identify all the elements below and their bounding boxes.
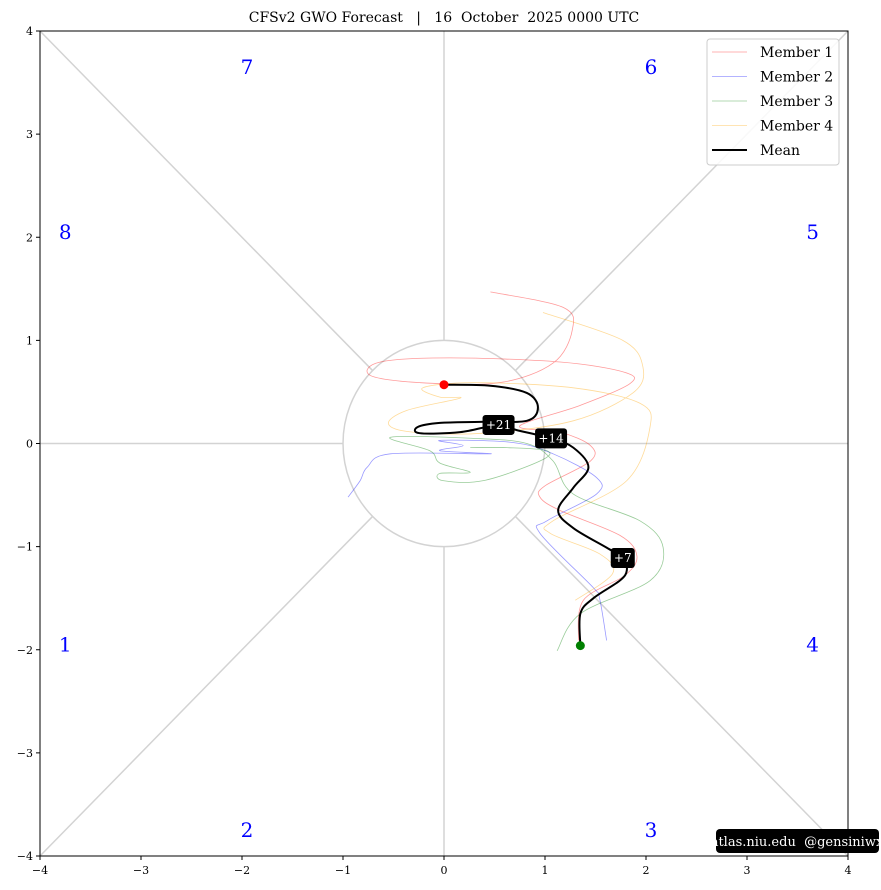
- x-tick-label: −3: [133, 864, 149, 877]
- watermark: atlas.niu.edu @gensiniwx: [711, 829, 881, 853]
- chart-marks: +7 +14 +21: [439, 380, 635, 651]
- end-point-marker: [439, 380, 449, 390]
- guide-diagonal: [514, 515, 849, 857]
- legend: Member 1 Member 2 Member 3 Member 4 Mean: [706, 38, 840, 166]
- x-tick-label: 2: [643, 864, 650, 877]
- x-tick-label: −1: [335, 864, 351, 877]
- member-line-1: [366, 291, 638, 641]
- x-tick-label: 4: [845, 864, 852, 877]
- legend-label: Member 4: [760, 119, 833, 135]
- watermark-text: atlas.niu.edu @gensiniwx: [711, 835, 881, 850]
- phase-label-8: 8: [59, 220, 72, 244]
- legend-label: Member 3: [760, 94, 833, 110]
- y-tick-label: 0: [26, 438, 33, 451]
- legend-box: [706, 38, 840, 166]
- axis-ticks: −4 −3 −2 −1 0 1 2 3 4 −4 −3 −2 −1 0 1 2 3 4: [17, 25, 852, 877]
- y-tick-label: −3: [17, 747, 33, 760]
- phase-label-6: 6: [645, 55, 658, 79]
- day-label-box: [482, 414, 515, 435]
- x-tick-label: 0: [441, 864, 448, 877]
- series-lines: [347, 291, 665, 651]
- legend-label: Member 2: [760, 70, 833, 86]
- x-tick-label: −2: [234, 864, 250, 877]
- member-line-2: [347, 439, 608, 641]
- mean-line: [413, 383, 628, 646]
- guide-diagonal: [39, 515, 374, 857]
- x-tick-label: 1: [542, 864, 549, 877]
- day-label: +21: [486, 418, 511, 432]
- y-tick-label: −1: [17, 541, 33, 554]
- phase-diagram-guides: 1 2 3 4 5 6 7 8: [39, 30, 849, 857]
- y-tick-label: −2: [17, 644, 33, 657]
- chart-title: CFSv2 GWO Forecast | 16 October 2025 000…: [249, 10, 640, 26]
- member-line-3: [389, 436, 665, 651]
- x-tick-label: 3: [744, 864, 751, 877]
- unit-circle: [342, 339, 546, 548]
- phase-label-1: 1: [59, 633, 72, 657]
- member-line-4: [388, 312, 652, 601]
- y-tick-label: 2: [26, 231, 33, 244]
- legend-label: Member 1: [760, 45, 833, 61]
- x-tick-label: −4: [32, 864, 48, 877]
- guide-diagonal: [39, 30, 374, 372]
- y-tick-label: −4: [17, 850, 33, 863]
- day-label: +14: [538, 431, 564, 445]
- y-tick-label: 4: [26, 25, 33, 38]
- phase-label-2: 2: [241, 818, 254, 842]
- start-point-marker: [575, 641, 585, 651]
- y-tick-label: 3: [26, 128, 33, 141]
- legend-label: Mean: [760, 143, 800, 159]
- phase-label-7: 7: [241, 55, 254, 79]
- phase-label-4: 4: [806, 633, 819, 657]
- phase-label-5: 5: [806, 220, 819, 244]
- day-label-box: [535, 428, 568, 449]
- day-label-box: [610, 547, 635, 568]
- phase-label-3: 3: [645, 818, 658, 842]
- day-label: +7: [614, 551, 632, 565]
- y-tick-label: 1: [26, 334, 33, 347]
